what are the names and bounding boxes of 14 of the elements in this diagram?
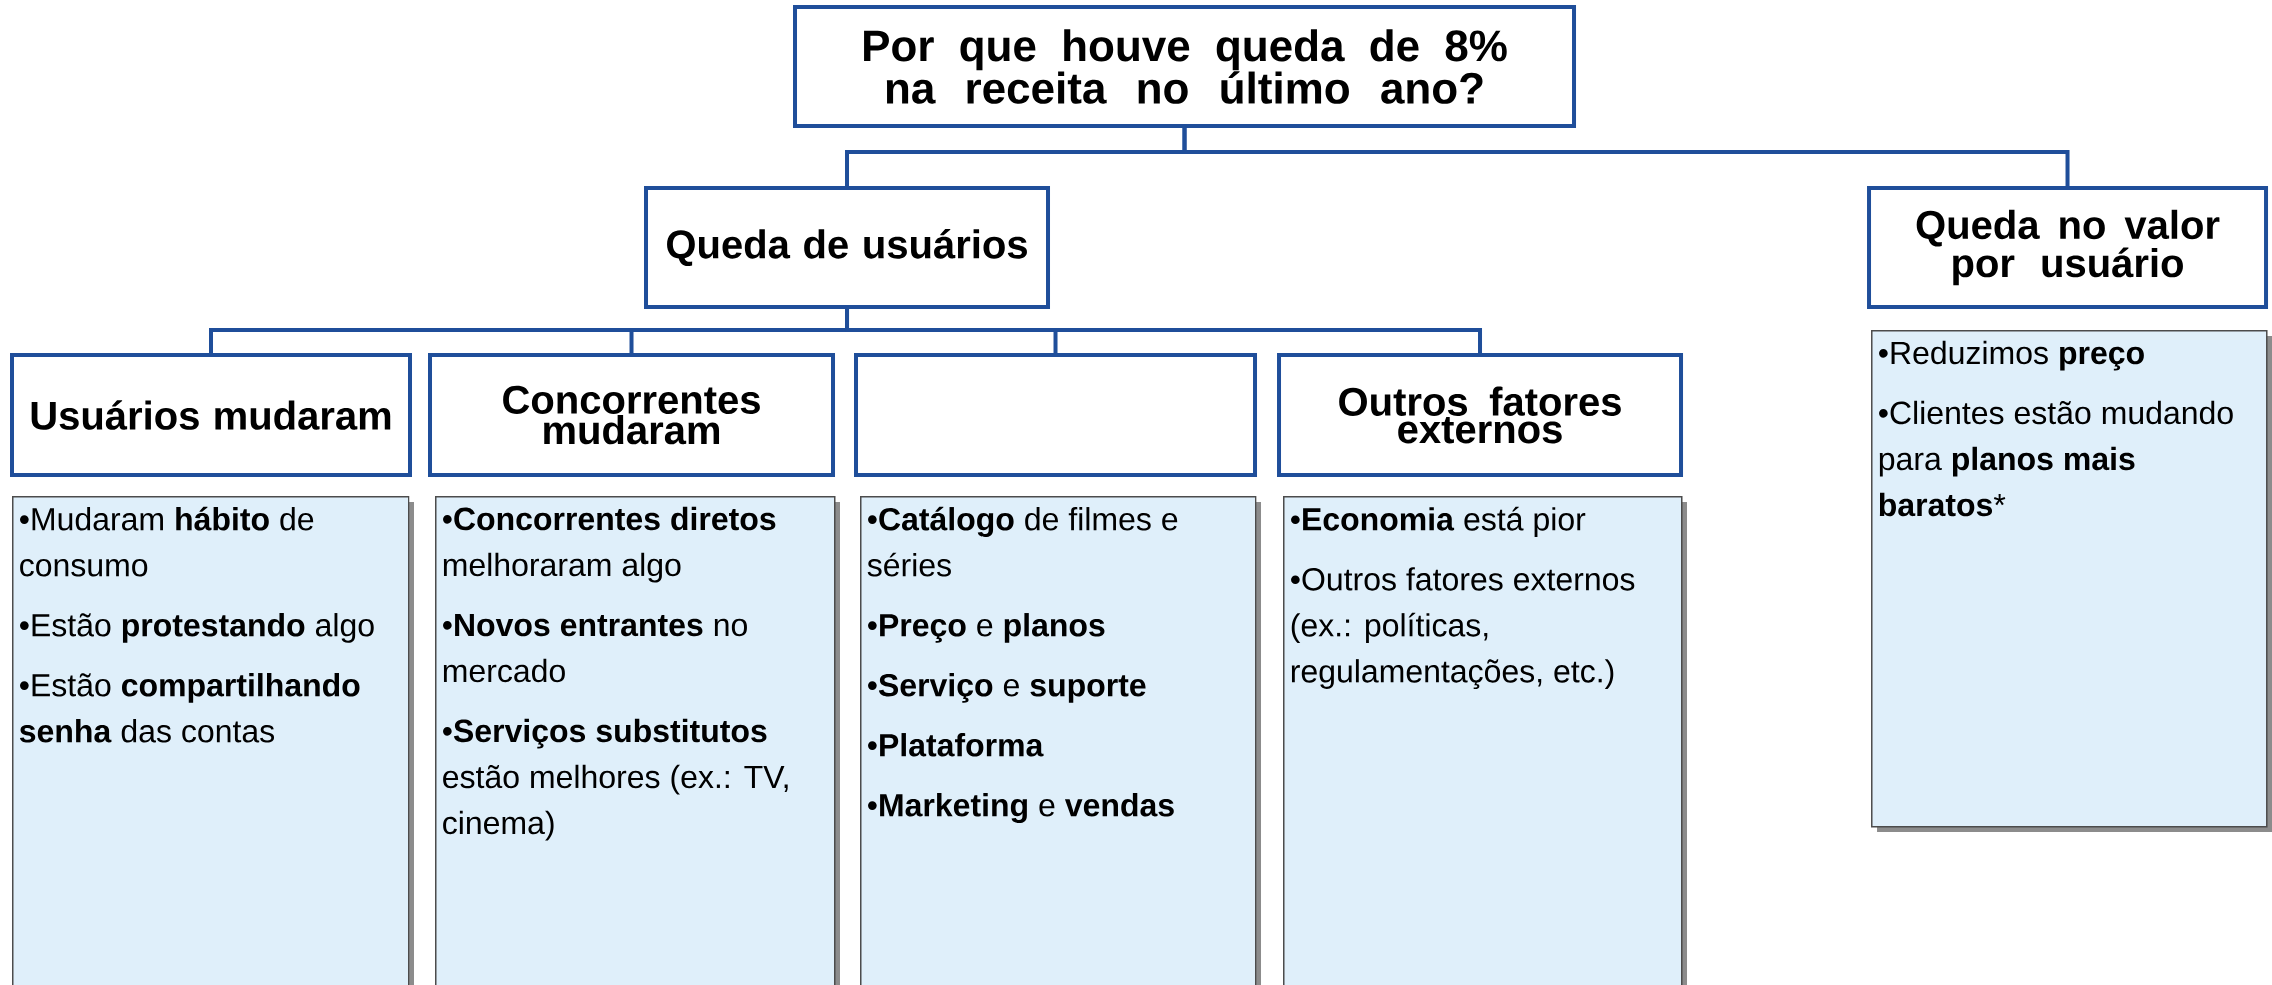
heading-box: Usuários mudaram bbox=[10, 353, 412, 477]
bullet-list-box: •Reduzimos preço •Clientes estão mudando para planos mais baratos* bbox=[1871, 330, 2272, 832]
bullet-list-box: •Concorrentes diretos melhoraram algo •Novos entrantes no mercado •Serviços substitutos estão melhores (ex.: TV, cinema) bbox=[435, 496, 840, 985]
bullet-list-box: •Economia está pior •Outros fatores externos (ex.: políticas, regulamentações, etc.) bbox=[1283, 496, 1687, 985]
connector-line bbox=[845, 309, 1482, 353]
connector-line bbox=[1182, 128, 2070, 186]
bullet-list-box: •Mudaram hábito de consumo •Estão protestando algo •Estão compartilhando senha das contas bbox=[12, 496, 414, 985]
bullet-list-box: •Catálogo de filmes e séries •Preço e planos •Serviço e suporte •Plataforma •Marketing e vendas bbox=[860, 496, 1261, 985]
heading-box: Concorrentes mudaram bbox=[428, 353, 835, 477]
heading-box: Queda no valor por usuário bbox=[1867, 186, 2269, 309]
heading-box: Por que houve queda de 8% na receita no último ano? bbox=[793, 5, 1576, 128]
empty-box bbox=[854, 353, 1257, 477]
heading-box: Outros fatores externos bbox=[1277, 353, 1683, 477]
heading-box: Queda de usuários bbox=[644, 186, 1050, 309]
